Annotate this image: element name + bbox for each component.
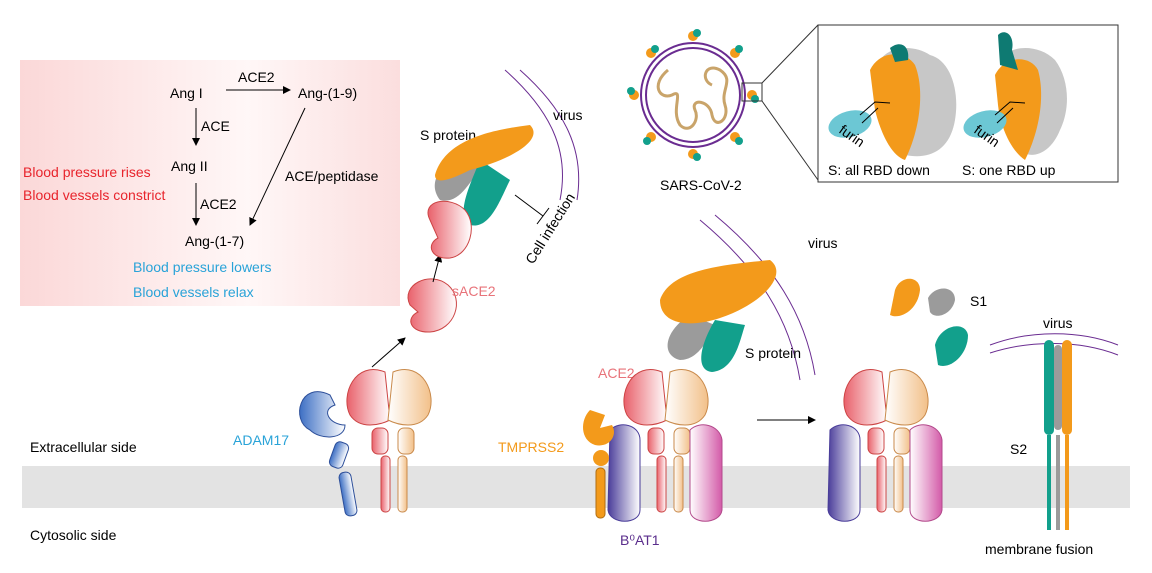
spike-orange-chain-2: [995, 59, 1042, 160]
s1-gray-fragment: [928, 288, 955, 316]
membrane-fusion-label: membrane fusion: [985, 541, 1093, 557]
ace2-dimer-middle: [623, 369, 709, 513]
cell-infection-label: Cell infection: [522, 190, 578, 266]
cytosolic-side-label: Cytosolic side: [30, 527, 117, 543]
virus-label-right: virus: [1043, 315, 1073, 331]
ace2-label: ACE2: [598, 365, 635, 381]
furin-enzyme-1: [828, 110, 872, 138]
spike-bound-gray: [667, 315, 715, 360]
rna-genome: [656, 66, 729, 130]
tmprss2-tm: [595, 467, 606, 519]
ace2-dimer-left: [346, 369, 432, 513]
virus-envelope-2a: [699, 219, 801, 381]
ace2-enzyme-label: ACE2: [238, 69, 275, 85]
cell-membrane: [22, 466, 1130, 508]
inhibition-line: [514, 194, 544, 217]
adam17-protein: [299, 391, 358, 517]
arrow-ang19-to-ang17: [249, 107, 306, 226]
virus-envelope-3a: [989, 333, 1119, 346]
zoom-line-bottom: [761, 100, 819, 181]
ang1-label: Ang I: [170, 85, 203, 101]
spike-s1-orange: [435, 125, 534, 181]
one-rbd-up-caption: S: one RBD up: [962, 162, 1056, 178]
ang17-label: Ang-(1-7): [185, 233, 244, 249]
spike-orange-chain-1: [870, 54, 921, 160]
tmprss2-label: TMPRSS2: [498, 439, 564, 455]
s1-label: S1: [970, 293, 987, 309]
s1-orange-fragment: [890, 278, 920, 317]
spike-s1-teal: [463, 160, 510, 226]
ace2-dimer-right: [827, 369, 943, 522]
s2-teal-tm: [1047, 435, 1051, 530]
scissors-icon-1: [859, 101, 891, 124]
blood-pressure-lowers-label: Blood pressure lowers: [133, 259, 272, 275]
adam17-label: ADAM17: [233, 432, 289, 448]
s1-teal-fragment: [935, 326, 968, 366]
ang19-label: Ang-(1-9): [298, 85, 357, 101]
sars-cov-2-virion: [627, 29, 759, 161]
ace2-enzyme-label-2: ACE2: [200, 196, 237, 212]
s-protein-label-top: S protein: [420, 127, 476, 143]
all-rbd-down-caption: S: all RBD down: [828, 162, 930, 178]
s2-gray-helix: [1054, 345, 1062, 430]
spike-bound-teal: [701, 320, 745, 372]
extracellular-side-label: Extracellular side: [30, 439, 137, 455]
sace2-protein-lower: [407, 278, 457, 333]
sars-cov-2-label: SARS-CoV-2: [660, 177, 742, 193]
blood-pressure-rises-label: Blood pressure rises: [23, 164, 151, 180]
pathway-background: [20, 60, 400, 306]
spike-teal-chain-1: [890, 44, 909, 62]
scissors-icon-2: [994, 101, 1026, 124]
furin-enzyme-2: [963, 110, 1007, 138]
ras-pathway-panel: Ang I ACE2 Ang-(1-9) ACE Ang II Blood pr…: [20, 60, 400, 306]
s2-gray-tm: [1056, 435, 1060, 530]
zoom-line-top: [761, 24, 819, 84]
zoom-region-box: [741, 82, 763, 102]
s2-orange-helix: [1062, 340, 1072, 435]
s-protein-label-middle: S protein: [745, 345, 801, 361]
b0at1-right: [689, 424, 723, 522]
virus-envelope-1b: [519, 69, 580, 201]
s2-teal-helix: [1044, 340, 1054, 435]
tmprss2-neck: [593, 450, 609, 466]
virus-label-top: virus: [553, 107, 583, 123]
virus-envelope-3b: [989, 343, 1119, 356]
spike-teal-chain-2: [998, 32, 1018, 70]
arrow-to-bound: [432, 254, 443, 283]
ang2-label: Ang II: [171, 158, 208, 174]
ace-enzyme-label: ACE: [201, 118, 230, 134]
virus-envelope-1a: [504, 69, 564, 201]
blood-vessels-constrict-label: Blood vessels constrict: [23, 187, 166, 203]
b0at1-left: [607, 424, 641, 522]
b0at1-label: B⁰AT1: [620, 532, 660, 548]
ace-peptidase-label: ACE/peptidase: [285, 168, 379, 184]
s2-orange-tm: [1065, 435, 1069, 530]
sace2-label: sACE2: [452, 283, 496, 299]
s2-label: S2: [1010, 441, 1027, 457]
spike-structure-inset: furin furin S: all RBD down S: one RBD u…: [817, 24, 1119, 183]
virus-envelope-2b: [714, 214, 816, 376]
tmprss2-head: [583, 410, 615, 446]
arrow-shedding: [371, 337, 406, 368]
blood-vessels-relax-label: Blood vessels relax: [133, 284, 254, 300]
spike-bound-orange: [660, 260, 777, 324]
virus-label-middle: virus: [808, 235, 838, 251]
inhibition-bar: [536, 207, 550, 225]
sace2-protein-bound: [427, 200, 472, 259]
